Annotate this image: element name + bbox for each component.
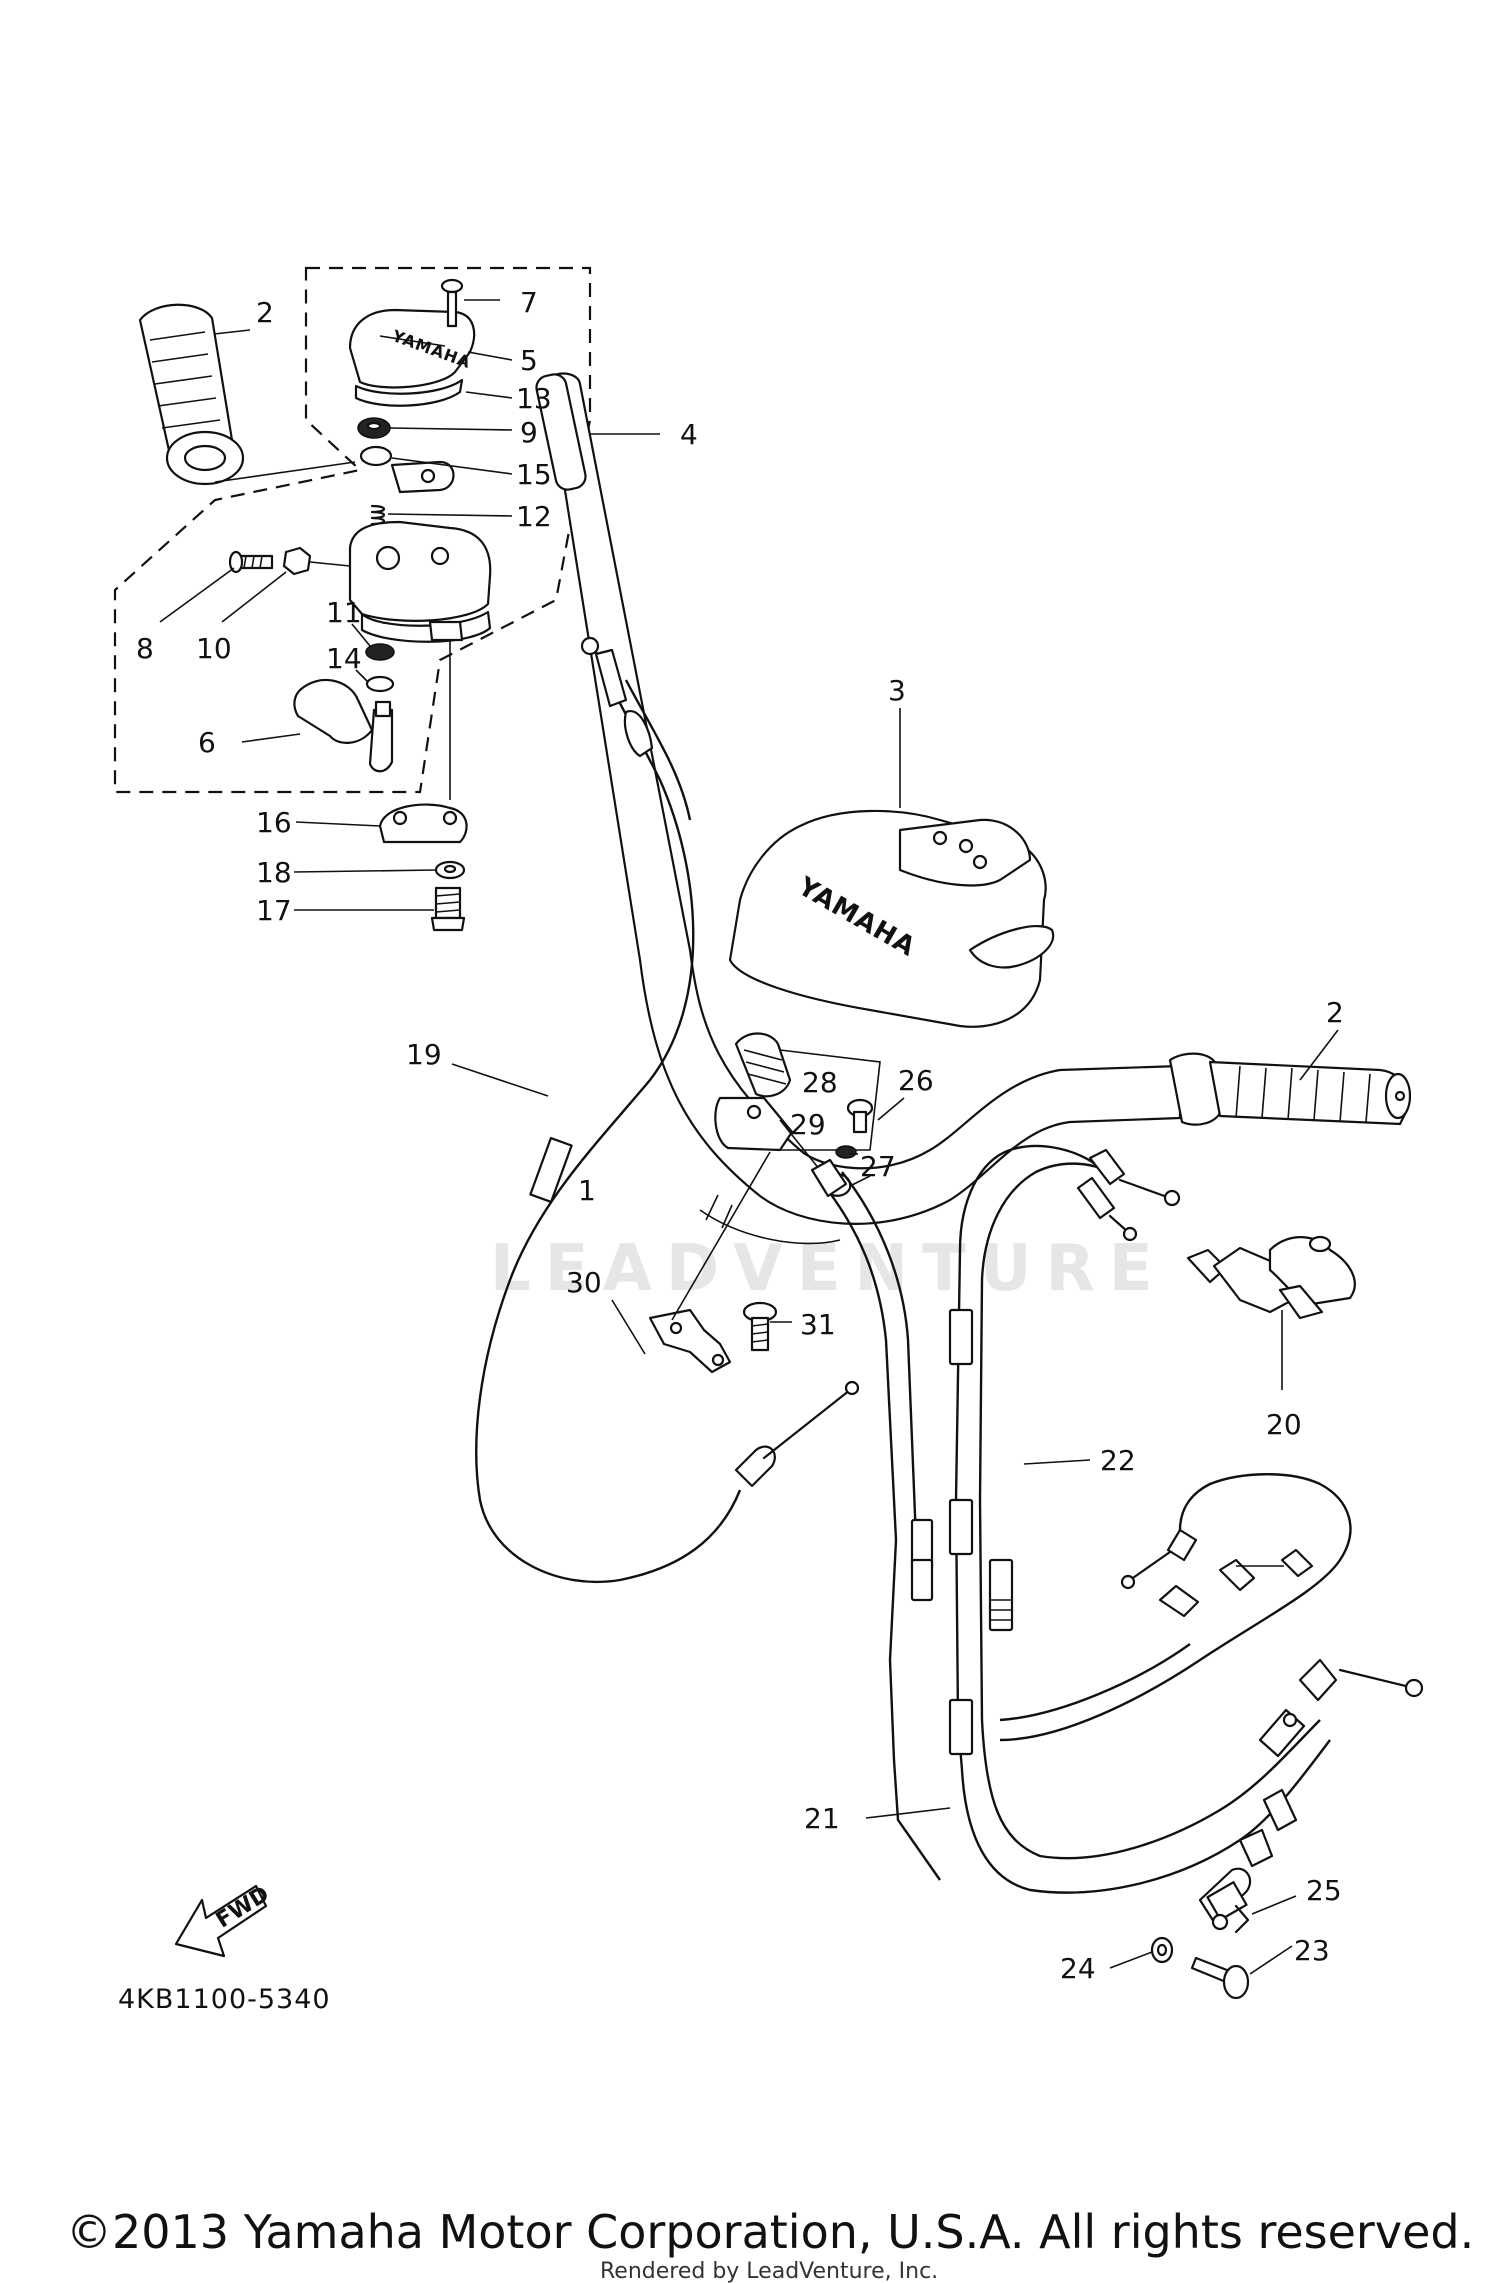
callout-2-left: 2 (256, 296, 274, 329)
callout-22: 22 (1100, 1444, 1136, 1477)
right-grip[interactable] (1168, 1052, 1412, 1126)
left-grip[interactable] (138, 303, 356, 486)
throttle-end[interactable] (1198, 1658, 1424, 1931)
callout-5: 5 (520, 344, 538, 377)
rendered-by-text: Rendered by LeadVenture, Inc. (600, 2259, 938, 2283)
callout-19: 19 (406, 1038, 442, 1071)
washer-18[interactable] (434, 860, 466, 880)
callout-11: 11 (326, 596, 362, 629)
forward-label: FWD (212, 1882, 274, 1934)
callout-17: 17 (256, 894, 292, 927)
left-brake-cable[interactable] (475, 636, 860, 1584)
callout-25: 25 (1306, 1874, 1342, 1907)
thumb-lever[interactable] (293, 679, 394, 773)
bolt-31[interactable] (742, 1301, 778, 1352)
switch-cover[interactable]: YAMAHA (348, 308, 476, 407)
callout-28: 28 (802, 1066, 838, 1099)
callout-14: 14 (326, 642, 362, 675)
callout-7: 7 (520, 286, 538, 319)
callout-29: 29 (790, 1108, 826, 1141)
spring-12[interactable] (370, 504, 386, 526)
callout-31: 31 (800, 1308, 836, 1341)
watermark-text: LEADVENTURE (490, 1232, 1167, 1306)
bolt-17[interactable] (430, 886, 466, 932)
brake-cable[interactable] (999, 1473, 1352, 1742)
forward-arrow: FWD (174, 1882, 274, 1958)
callout-27: 27 (860, 1150, 896, 1183)
clip-25[interactable] (1234, 1904, 1250, 1934)
washer-29[interactable] (835, 1145, 857, 1159)
callout-13: 13 (516, 382, 552, 415)
callout-4: 4 (680, 418, 698, 451)
nut-10[interactable] (282, 546, 351, 576)
callout-15: 15 (516, 458, 552, 491)
callout-10: 10 (196, 632, 232, 665)
callout-1: 1 (578, 1174, 596, 1207)
callout-8: 8 (136, 632, 154, 665)
callout-20: 20 (1266, 1408, 1302, 1441)
handlebar[interactable] (546, 372, 1182, 1245)
screw-7[interactable] (440, 278, 464, 328)
cable-sleeve (535, 373, 587, 491)
switch-20[interactable] (1186, 1235, 1356, 1390)
screw-28[interactable] (846, 1098, 874, 1134)
callout-18: 18 (256, 856, 292, 889)
callout-labels: 1 2 2 3 4 5 6 7 8 9 10 11 12 13 14 15 16… (136, 286, 1344, 1985)
callout-6: 6 (198, 726, 216, 759)
callout-21: 21 (804, 1802, 840, 1835)
washer-14[interactable] (365, 675, 395, 693)
screw-8[interactable] (228, 550, 274, 574)
front-cover[interactable]: YAMAHA (728, 809, 1055, 1028)
callout-16: 16 (256, 806, 292, 839)
plate-15[interactable] (359, 445, 455, 494)
callout-12: 12 (516, 500, 552, 533)
washer-24[interactable] (1150, 1936, 1174, 1964)
leader-lines (159, 299, 1339, 1975)
callout-26: 26 (898, 1064, 934, 1097)
switch-housing[interactable] (348, 520, 492, 643)
callout-3: 3 (888, 674, 906, 707)
diagram-code: 4KB1100-5340 (118, 1984, 331, 2015)
callout-30: 30 (566, 1266, 602, 1299)
callout-23: 23 (1294, 1934, 1330, 1967)
clamp-16[interactable] (378, 803, 468, 844)
callout-9: 9 (520, 416, 538, 449)
callout-24: 24 (1060, 1952, 1096, 1985)
copyright-text: ©2013 Yamaha Motor Corporation, U.S.A. A… (66, 2205, 1474, 2259)
bracket-30[interactable] (648, 1151, 771, 1374)
choke-cable[interactable] (810, 1158, 941, 1881)
callout-2-right: 2 (1326, 996, 1344, 1029)
pin-23[interactable] (1190, 1956, 1250, 2000)
choke-lever-assembly[interactable] (714, 1032, 881, 1171)
washer-9[interactable] (357, 417, 391, 439)
washer-11[interactable] (365, 643, 395, 661)
assembly-box-4 (113, 266, 660, 794)
